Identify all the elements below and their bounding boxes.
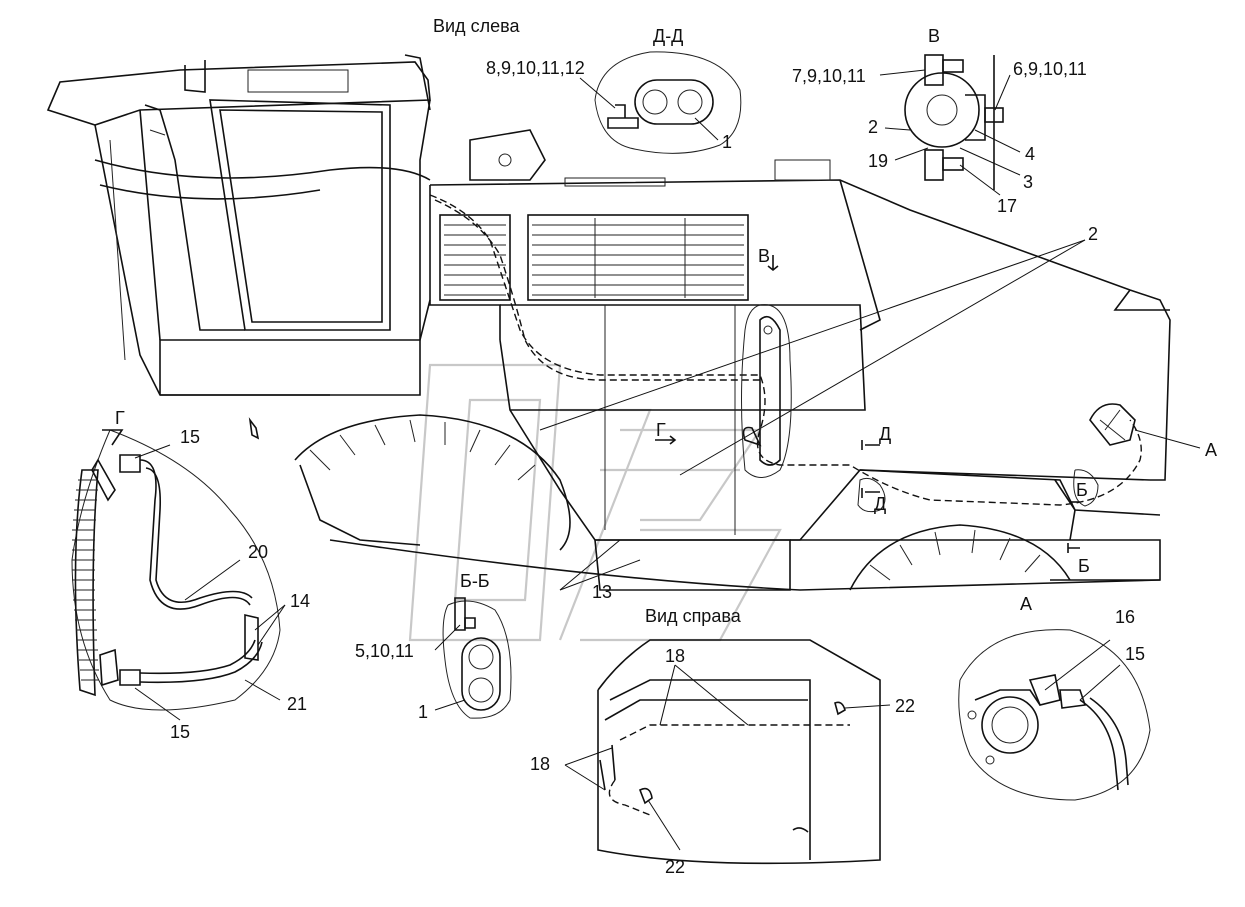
- callout-g-15-bottom: 15: [170, 722, 190, 742]
- radiator-fins: [72, 479, 99, 681]
- section-dd-detail: [579, 51, 742, 154]
- marker-d-top: Д: [879, 424, 891, 444]
- callout-main-2: 2: [1088, 224, 1098, 244]
- section-g-title: Г: [115, 408, 125, 428]
- callout-bb-1: 1: [418, 702, 428, 722]
- marker-b-top: Б: [1076, 480, 1088, 500]
- marker-v: В: [758, 246, 770, 266]
- callout-v-3: 3: [1023, 172, 1033, 192]
- callout-g-21: 21: [287, 694, 307, 714]
- callout-v-2: 2: [868, 117, 878, 137]
- marker-b-bottom: Б: [1078, 556, 1090, 576]
- callout-v-4: 4: [1025, 144, 1035, 164]
- callout-right-22-right: 22: [895, 696, 915, 716]
- callout-a-16: 16: [1115, 607, 1135, 627]
- section-a-title: А: [1020, 594, 1032, 614]
- callout-right-18-top: 18: [665, 646, 685, 666]
- callout-g-14: 14: [290, 591, 310, 611]
- section-g-detail: [71, 429, 286, 721]
- left-view-title: Вид слева: [433, 16, 520, 36]
- callout-right-18-left: 18: [530, 754, 550, 774]
- section-bb-detail: [434, 597, 512, 719]
- section-v-detail: [879, 54, 1021, 196]
- right-view-detail: [564, 639, 891, 865]
- section-v-title: В: [928, 26, 940, 46]
- combine-left-view: [46, 54, 1201, 591]
- callout-dd-parts: 8,9,10,11,12: [486, 58, 585, 78]
- callout-bb-parts: 5,10,11: [355, 641, 414, 661]
- callout-v-17: 17: [997, 196, 1017, 216]
- louver-lines: [444, 218, 744, 298]
- marker-d-bottom: Д: [874, 494, 886, 514]
- callout-v-19: 19: [868, 151, 888, 171]
- marker-a: А: [1205, 440, 1217, 460]
- section-bb-title: Б-Б: [460, 571, 490, 591]
- callout-main-13: 13: [592, 582, 612, 602]
- callout-right-22-bottom: 22: [665, 857, 685, 877]
- marker-g: Г: [656, 420, 666, 440]
- callout-g-15-top: 15: [180, 427, 200, 447]
- section-a-detail: [958, 629, 1151, 801]
- callout-a-15: 15: [1125, 644, 1145, 664]
- right-view-title: Вид справа: [645, 606, 742, 626]
- callout-v-left-top: 7,9,10,11: [792, 66, 866, 86]
- section-dd-title: Д-Д: [653, 26, 683, 46]
- text-labels: Вид слева Д-Д В 8,9,10,11,12 1 7,9,10,11…: [115, 16, 1217, 877]
- callout-dd-1: 1: [722, 132, 732, 152]
- callout-v-right-top: 6,9,10,11: [1013, 59, 1087, 79]
- callout-g-20: 20: [248, 542, 268, 562]
